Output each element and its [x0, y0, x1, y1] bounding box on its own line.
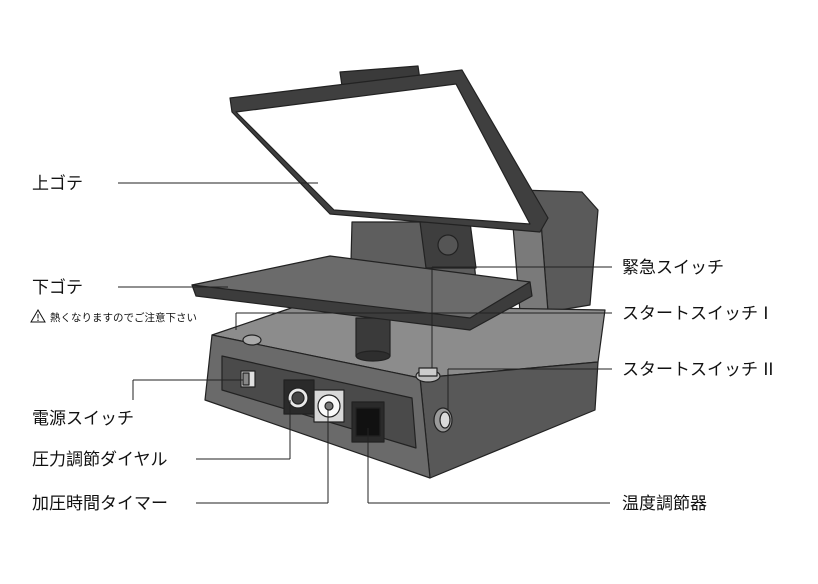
label-press-timer: 加圧時間タイマー [32, 494, 168, 514]
upper-plate-face [235, 83, 531, 225]
leader-lines [118, 182, 612, 504]
label-lower-plate-warning: 熱くなりますのでご注意下さい [50, 311, 197, 324]
base-indicator [242, 334, 262, 346]
label-pressure-dial: 圧力調節ダイヤル [32, 450, 168, 470]
label-upper-plate: 上ゴテ [32, 173, 83, 194]
label-temperature-control: 温度調節器 [622, 494, 707, 514]
label-emergency-switch: 緊急スイッチ [622, 258, 724, 278]
lower-plate-top [191, 255, 531, 319]
warning-triangle-icon [30, 309, 46, 323]
label-start-switch-1: スタートスイッチ I [622, 304, 768, 324]
label-lower-plate: 下ゴテ [32, 277, 83, 298]
warning-note: 熱くなりますのでご注意下さい [30, 309, 197, 324]
label-start-switch-2: スタートスイッチ II [622, 360, 773, 380]
hinge-pin [437, 234, 459, 256]
lower-column [355, 317, 391, 357]
heat-press-machine [191, 65, 606, 479]
label-power-switch: 電源スイッチ [32, 409, 134, 429]
